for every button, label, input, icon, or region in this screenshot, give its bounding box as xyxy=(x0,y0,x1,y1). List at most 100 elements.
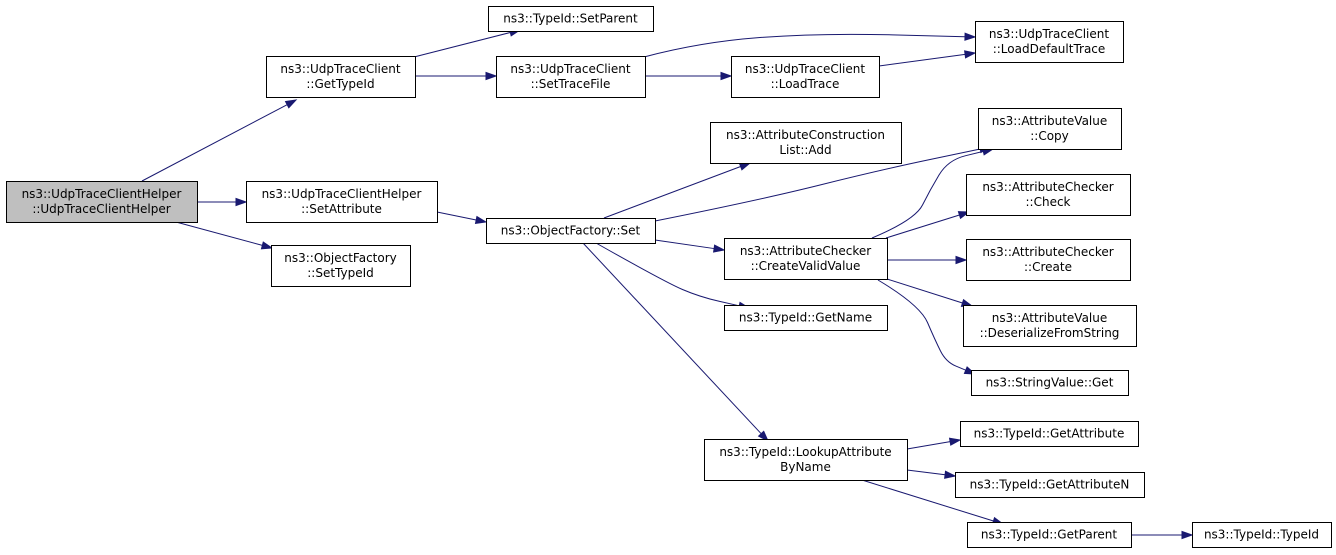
node-box xyxy=(963,305,1137,347)
node-label: ns3::AttributeChecker xyxy=(982,245,1113,259)
node-label: ::Check xyxy=(1026,195,1071,209)
edge-of_set-to-typeid_lookup xyxy=(582,242,770,443)
node-av_copy[interactable]: ns3::AttributeValue::Copy xyxy=(978,108,1122,150)
node-label: ns3::UdpTraceClientHelper xyxy=(22,187,182,201)
node-box xyxy=(971,370,1129,396)
edge-of_set-to-acl_add xyxy=(603,162,752,219)
node-label: ns3::ObjectFactory xyxy=(284,251,397,265)
node-label: ns3::AttributeValue xyxy=(992,311,1108,325)
node-utc_settracefile[interactable]: ns3::UdpTraceClient::SetTraceFile xyxy=(496,56,646,98)
arrow-head xyxy=(260,241,274,250)
node-typeid_getattr[interactable]: ns3::TypeId::GetAttribute xyxy=(960,421,1139,447)
node-label: ns3::TypeId::LookupAttribute xyxy=(719,445,891,459)
node-of_settypeid[interactable]: ns3::ObjectFactory::SetTypeId xyxy=(271,245,411,287)
edge-utc_gettypeid-to-typeid_setparent xyxy=(413,28,522,58)
node-root[interactable]: ns3::UdpTraceClientHelper::UdpTraceClien… xyxy=(6,181,198,223)
edge-line xyxy=(906,469,946,476)
node-label: ns3::StringValue::Get xyxy=(986,376,1114,390)
node-box xyxy=(967,522,1132,548)
node-label: ns3::TypeId::GetAttributeN xyxy=(970,478,1130,492)
node-label: ns3::TypeId::GetName xyxy=(739,311,872,325)
node-label: ::SetTraceFile xyxy=(531,77,611,91)
edge-line xyxy=(886,278,963,304)
node-utc_loadtrace[interactable]: ns3::UdpTraceClient::LoadTrace xyxy=(731,56,880,98)
node-label: ::CreateValidValue xyxy=(751,259,861,273)
node-helper_setattr[interactable]: ns3::UdpTraceClientHelper::SetAttribute xyxy=(246,181,438,223)
edge-utc_settracefile-to-utc_loadtrace xyxy=(645,71,733,81)
edge-root-to-utc_gettypeid xyxy=(141,99,298,182)
node-label: ns3::TypeId::GetParent xyxy=(981,528,1117,542)
edge-root-to-of_settypeid xyxy=(175,221,274,250)
edge-helper_setattr-to-of_set xyxy=(436,211,488,225)
node-label: ns3::UdpTraceClient xyxy=(280,62,400,76)
arrow-head xyxy=(964,50,977,59)
arrow-head xyxy=(1181,530,1194,540)
arrow-head xyxy=(474,215,488,225)
node-typeid_getname[interactable]: ns3::TypeId::GetName xyxy=(724,305,888,331)
node-label: ns3::AttributeValue xyxy=(992,114,1108,128)
node-typeid_getattrn[interactable]: ns3::TypeId::GetAttributeN xyxy=(955,472,1145,498)
node-label: ns3::TypeId::SetParent xyxy=(503,12,638,26)
node-label: ::Copy xyxy=(1030,129,1069,143)
node-ac_create[interactable]: ns3::AttributeChecker::Create xyxy=(966,239,1131,281)
node-typeid_getparent[interactable]: ns3::TypeId::GetParent xyxy=(967,522,1132,548)
edge-utc_gettypeid-to-utc_settracefile xyxy=(415,71,498,81)
edge-typeid_lookup-to-typeid_getattr xyxy=(906,437,962,450)
node-box xyxy=(731,56,880,98)
node-label: ns3::UdpTraceClientHelper xyxy=(262,187,422,201)
edge-line xyxy=(654,148,981,222)
edge-line xyxy=(885,214,960,239)
node-label: ::UdpTraceClientHelper xyxy=(32,202,170,216)
node-label: ::SetAttribute xyxy=(301,202,382,216)
node-box xyxy=(704,439,908,481)
node-box xyxy=(488,6,654,32)
edge-line xyxy=(654,239,715,250)
edge-typeid_lookup-to-typeid_getattrn xyxy=(906,469,957,479)
node-label: ::LoadTrace xyxy=(771,77,840,91)
node-box xyxy=(955,472,1145,498)
node-label: ns3::AttributeChecker xyxy=(982,180,1113,194)
edge-of_set-to-ac_createvalid xyxy=(654,239,726,253)
edge-ac_createvalid-to-av_deserialize xyxy=(886,278,974,307)
node-box xyxy=(975,21,1124,63)
node-utc_gettypeid[interactable]: ns3::UdpTraceClient::GetTypeId xyxy=(266,56,416,98)
arrow-head xyxy=(713,244,726,253)
arrow-head xyxy=(720,71,733,81)
node-label: List::Add xyxy=(779,143,831,157)
arrow-head xyxy=(955,255,968,265)
node-utc_loaddefault[interactable]: ns3::UdpTraceClient::LoadDefaultTrace xyxy=(975,21,1124,63)
node-label: ns3::AttributeChecker xyxy=(740,244,871,258)
node-label: ::DeserializeFromString xyxy=(980,326,1120,340)
node-box xyxy=(6,181,198,223)
edge-line xyxy=(141,104,288,182)
node-ac_check[interactable]: ns3::AttributeChecker::Check xyxy=(966,174,1131,216)
edge-line xyxy=(877,279,966,371)
node-typeid_typeid[interactable]: ns3::TypeId::TypeId xyxy=(1192,522,1332,548)
arrow-head xyxy=(944,470,957,479)
node-label: ::SetTypeId xyxy=(307,266,374,280)
node-av_deserialize[interactable]: ns3::AttributeValue::DeserializeFromStri… xyxy=(963,305,1137,347)
node-label: ns3::ObjectFactory::Set xyxy=(501,224,641,238)
node-box xyxy=(978,108,1122,150)
arrow-head xyxy=(964,32,977,41)
node-box xyxy=(966,174,1131,216)
arrow-head xyxy=(738,162,752,171)
node-sv_get[interactable]: ns3::StringValue::Get xyxy=(971,370,1129,396)
node-box xyxy=(486,218,656,244)
node-of_set[interactable]: ns3::ObjectFactory::Set xyxy=(486,218,656,244)
node-box xyxy=(1192,522,1332,548)
edge-line xyxy=(413,31,511,58)
node-label: ns3::TypeId::TypeId xyxy=(1204,528,1319,542)
node-ac_createvalid[interactable]: ns3::AttributeChecker::CreateValidValue xyxy=(724,238,888,280)
edge-utc_loadtrace-to-utc_loaddefault xyxy=(878,50,977,67)
node-label: ns3::UdpTraceClient xyxy=(745,62,865,76)
edge-ac_createvalid-to-ac_create xyxy=(887,255,968,265)
node-label: ::GetTypeId xyxy=(306,77,374,91)
node-box xyxy=(724,305,888,331)
node-typeid_setparent[interactable]: ns3::TypeId::SetParent xyxy=(488,6,654,32)
edge-root-to-helper_setattr xyxy=(197,197,248,207)
node-label: ::Create xyxy=(1024,260,1072,274)
